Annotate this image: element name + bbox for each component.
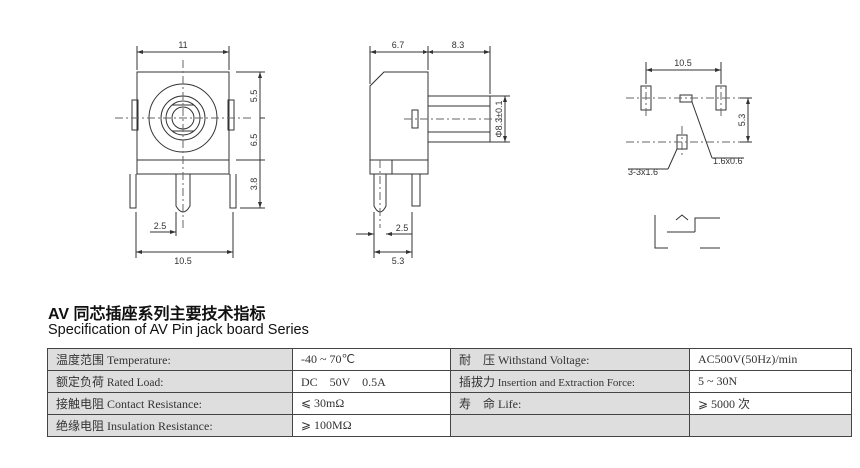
table-row: 接触电阻 Contact Resistance: ⩽ 30mΩ 寿 命 Life… [47,392,852,415]
spec-table: 温度范围 Temperature: -40 ~ 70℃ 耐 压 Withstan… [47,348,852,437]
spec-value: ⩾ 5000 次 [689,392,852,415]
spec-label: 接触电阻 Contact Resistance: [47,392,293,415]
side-view [356,46,510,258]
footprint-note-holes: 3-3x1.6 [628,167,658,177]
spec-label: 额定负荷 Rated Load: [47,370,293,393]
spec-label: 绝缘电阻 Insulation Resistance: [47,414,293,437]
front-dim-right-2: 6.5 [249,134,259,147]
side-dim-top-1: 6.7 [392,40,405,50]
table-row: 绝缘电阻 Insulation Resistance: ⩾ 100MΩ [47,414,852,437]
spec-value: DC 50V 0.5A [292,370,451,393]
front-dim-right-3: 3.8 [249,178,259,191]
technical-drawing: 11 5.5 6.5 3.8 2.5 10.5 6.7 8.3 Φ8.3±0.1… [115,40,752,266]
front-dim-bottom-2: 10.5 [174,256,192,266]
footprint-note-pad: 1.6x0.6 [713,156,743,166]
spec-value: ⩾ 100MΩ [292,414,451,437]
footprint-dim-right: 5.3 [737,114,747,127]
front-dim-bottom-1: 2.5 [154,221,167,231]
spec-value: 5 ~ 30N [689,370,852,393]
side-dim-bottom-2: 5.3 [392,256,405,266]
spec-title-en: Specification of AV Pin jack board Serie… [48,322,309,338]
spec-empty-cell [450,414,690,437]
pcb-footprint [626,62,752,249]
spec-label: 寿 命 Life: [450,392,690,415]
spec-empty-cell [689,414,852,437]
spec-title-cn-text: 同芯插座系列主要技术指标 [69,306,266,323]
front-view [115,46,265,258]
front-dim-top: 11 [178,40,187,50]
side-dim-diameter: Φ8.3±0.1 [494,100,504,137]
front-dim-right-1: 5.5 [249,90,259,103]
spec-value: AC500V(50Hz)/min [689,348,852,371]
spec-label: 温度范围 Temperature: [47,348,293,371]
spec-value: ⩽ 30mΩ [292,392,451,415]
table-row: 温度范围 Temperature: -40 ~ 70℃ 耐 压 Withstan… [47,348,852,371]
table-row: 额定负荷 Rated Load: DC 50V 0.5A 插拔力 Inserti… [47,370,852,393]
spec-label: 耐 压 Withstand Voltage: [450,348,690,371]
side-dim-top-2: 8.3 [452,40,465,50]
footprint-dim-top: 10.5 [674,58,692,68]
spec-title-cn-bold: AV [48,306,70,323]
spec-label: 插拔力 Insertion and Extraction Force: [450,370,690,393]
spec-value: -40 ~ 70℃ [292,348,451,371]
side-dim-bottom-1: 2.5 [396,223,409,233]
spec-title-cn: AV 同芯插座系列主要技术指标 [48,300,266,324]
